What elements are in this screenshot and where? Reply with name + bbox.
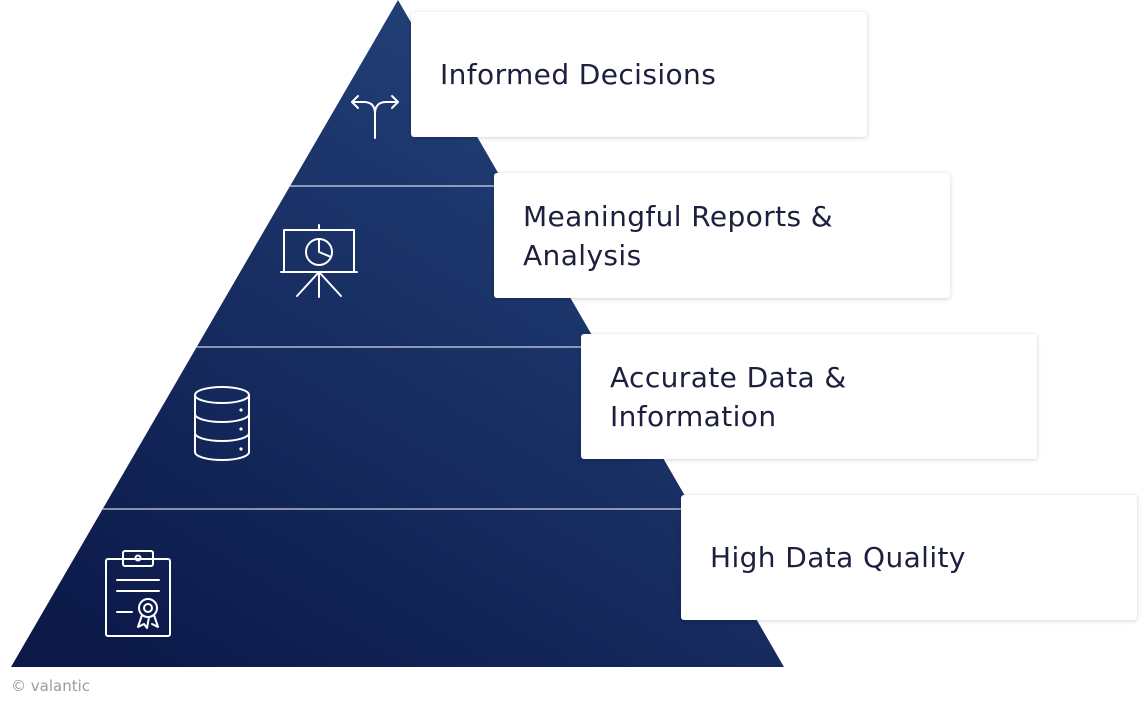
database-icon: [194, 386, 250, 461]
tier-label: Accurate Data & Information: [610, 360, 847, 433]
tier-label: Meaningful Reports & Analysis: [523, 199, 834, 272]
presentation-chart-icon: [280, 224, 358, 298]
tier-label: High Data Quality: [710, 541, 966, 574]
tier-card-accurate-data: Accurate Data & Information: [581, 334, 1037, 459]
copyright-text: © valantic: [11, 677, 90, 695]
tier-card-informed-decisions: Informed Decisions: [411, 12, 867, 137]
tier-label: Informed Decisions: [440, 58, 717, 91]
tier-card-reports-analysis: Meaningful Reports & Analysis: [494, 173, 950, 298]
split-arrow-icon: [351, 95, 399, 139]
tier-card-high-data-quality: High Data Quality: [681, 495, 1137, 620]
certificate-icon: [105, 550, 171, 637]
pyramid-body: [11, 0, 784, 667]
